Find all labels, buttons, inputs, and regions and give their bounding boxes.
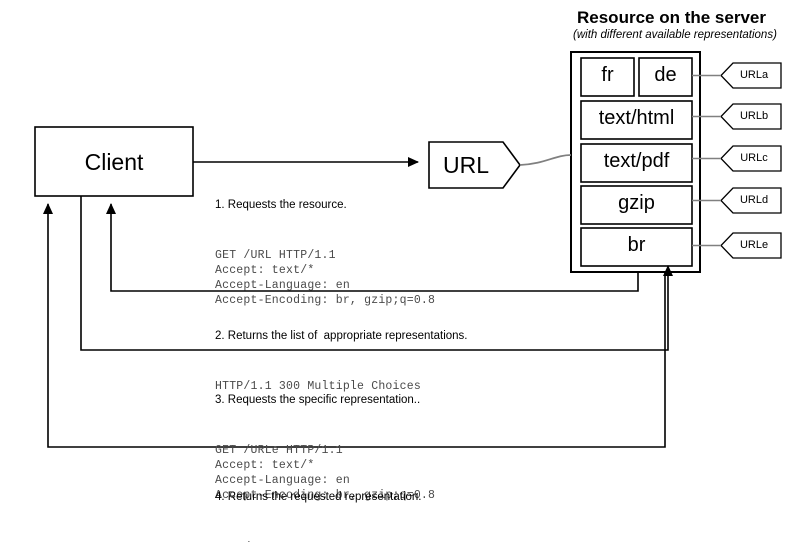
- step-2-title: 2. Returns the list of appropriate repre…: [215, 330, 468, 342]
- server-subtitle: (with different available representation…: [573, 29, 777, 41]
- url-tag-label-a: URLa: [739, 69, 769, 81]
- step-3-block: 3. Requests the specific representation.…: [215, 358, 435, 539]
- step-2-code: HTTP/1.1 300 Multiple Choices: [215, 380, 421, 393]
- flow-arrow-step-4: [43, 203, 666, 448]
- representation-box-br[interactable]: [580, 227, 693, 267]
- representation-box-de[interactable]: [638, 57, 693, 97]
- step-1-title: 1. Requests the resource.: [215, 199, 347, 211]
- step-3-title: 3. Requests the specific representation.…: [215, 394, 421, 406]
- url-tag-shape-b[interactable]: [720, 103, 782, 130]
- step-4-title: 4. Returns the requested representation.: [215, 491, 422, 503]
- url-tag-label-e: URLe: [739, 239, 769, 251]
- client-label: Client: [84, 149, 144, 175]
- step-3-code: GET /URLe HTTP/1.1 Accept: text/* Accept…: [215, 444, 436, 502]
- step-1-code: GET /URL HTTP/1.1 Accept: text/* Accept-…: [215, 249, 436, 307]
- url-tag-shape-e[interactable]: [720, 232, 782, 259]
- representation-box-gzip[interactable]: [580, 185, 693, 225]
- url-node-label: URL: [442, 152, 489, 178]
- step-2-block: 2. Returns the list of appropriate repre…: [215, 294, 468, 430]
- server-title: Resource on the server: [577, 8, 766, 27]
- representation-label-de: de: [654, 64, 677, 86]
- representation-label-gzip: gzip: [618, 192, 655, 214]
- representation-label-br: br: [627, 234, 646, 256]
- representation-box-fr[interactable]: [580, 57, 635, 97]
- representation-label-text-pdf: text/pdf: [603, 150, 670, 172]
- representation-box-text-html[interactable]: [580, 100, 693, 140]
- flow-arrow-step-2: [106, 203, 639, 292]
- connector-url-to-server: [519, 154, 572, 166]
- url-node-shape[interactable]: [428, 141, 521, 189]
- representation-box-text-pdf[interactable]: [580, 143, 693, 183]
- url-tag-label-b: URLb: [739, 110, 769, 122]
- url-tag-shape-d[interactable]: [720, 187, 782, 214]
- representation-label-text-html: text/html: [598, 107, 675, 129]
- url-tag-shape-a[interactable]: [720, 62, 782, 89]
- step-4-block: 4. Returns the requested representation.…: [215, 455, 422, 542]
- url-tag-label-d: URLd: [739, 194, 769, 206]
- representation-label-fr: fr: [601, 64, 614, 86]
- flow-arrow-step-3: [80, 196, 673, 351]
- client-box[interactable]: [34, 126, 194, 197]
- step-1-block: 1. Requests the resource. GET /URL HTTP/…: [215, 163, 435, 344]
- url-tag-shape-c[interactable]: [720, 145, 782, 172]
- url-tag-label-c: URLc: [740, 152, 768, 164]
